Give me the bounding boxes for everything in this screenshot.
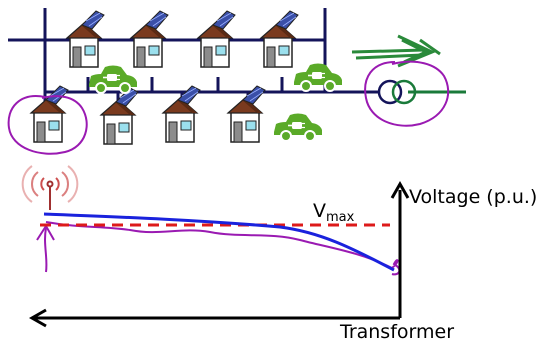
vmax-label: Vmax [313, 200, 355, 225]
electric-car-icon [293, 62, 343, 92]
antenna-icon [21, 165, 79, 210]
voltage-axis-label: Voltage (p.u.) [409, 186, 537, 208]
profile-trace-annotation [45, 221, 401, 276]
transformer-axis-label: Transformer [339, 321, 454, 342]
house-with-solar-icon [66, 10, 105, 68]
house-with-solar-icon [130, 10, 169, 68]
hand-annotations [7, 60, 449, 276]
upward-arrow-annotation [44, 227, 48, 273]
house-with-solar-icon [30, 85, 69, 143]
vmax-label-subscript: max [326, 210, 355, 225]
voltage-profile-curve [43, 212, 395, 272]
transformer-icon [377, 79, 417, 105]
electric-car-icon [273, 112, 323, 142]
flow-arrow-icon [351, 34, 441, 68]
electric-car-icon [88, 64, 138, 94]
house-with-solar-icon [197, 10, 236, 68]
transformer-highlight-circle [364, 60, 449, 127]
plot-axes [28, 180, 410, 328]
house-highlight-circle [7, 95, 88, 155]
houses [30, 10, 299, 145]
house-with-solar-icon [260, 10, 299, 68]
